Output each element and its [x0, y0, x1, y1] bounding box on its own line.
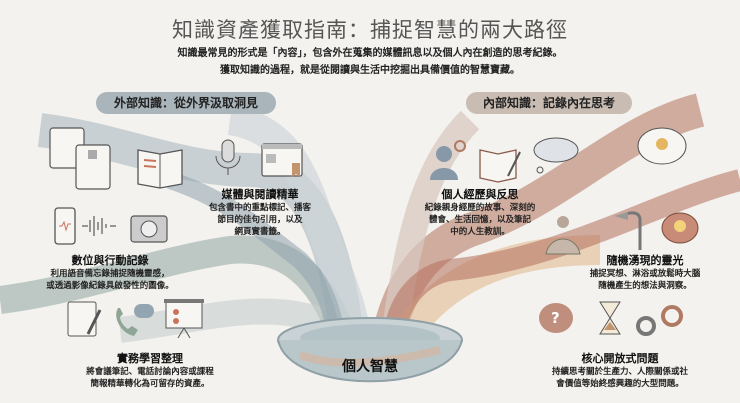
media-reading-block: 媒體與閱讀精華 包含書中的重點標記、播客 節目的佳句引用，以及 網頁實書籤。 — [200, 186, 320, 238]
phone-chat-icon — [116, 304, 154, 336]
svg-text:?: ? — [551, 309, 560, 327]
block-title: 個人經歷與反思 — [441, 188, 519, 201]
microphone-icon — [215, 139, 241, 175]
practical-learning-block: 實務學習整理 將會議筆記、電話討論內容或課程 簡報精華轉化為可留存的資產。 — [60, 350, 240, 390]
page-title: 知識資產獲取指南：捕捉智慧的兩大路徑 — [172, 18, 568, 42]
webpage-bookmark-icon — [261, 143, 303, 177]
shower-icon — [614, 211, 642, 250]
subtitle-line-1: 知識最常見的形式是「內容」，包含外在蒐集的媒體訊息以及個人內在創造的思考紀錄。 — [177, 48, 563, 59]
soundwave-icon — [82, 216, 116, 236]
personal-wisdom-label: 個人智慧 — [342, 359, 398, 375]
person-gears-icon — [430, 140, 466, 180]
journal-pen-icon — [479, 149, 521, 183]
gears-icon — [636, 305, 683, 336]
block-title: 數位與行動記錄 — [71, 254, 149, 267]
open-book-icon — [137, 149, 183, 189]
camera-icon — [130, 215, 168, 243]
internal-knowledge-pill: 內部知識：記錄內在思考 — [466, 92, 632, 114]
open-questions-block: 核心開放式問題 持續思考關於生產力、人際關係或社 會價值等始終感興趣的大型問題。 — [520, 350, 720, 390]
hourglass-icon — [599, 301, 621, 335]
block-title: 隨機湧現的靈光 — [606, 254, 684, 267]
subtitle-line-2: 獲取知識的過程，就是從閱讀與生活中挖掘出具備價值的智慧寶藏。 — [220, 65, 520, 76]
thought-cloud-icon — [533, 137, 579, 174]
scroll-icon — [49, 127, 111, 190]
meditation-icon — [545, 216, 581, 255]
block-title: 核心開放式問題 — [581, 352, 659, 365]
block-title: 實務學習整理 — [117, 352, 183, 365]
brain-lightbulb-icon — [661, 212, 699, 244]
digital-mobile-block: 數位與行動記錄 利用語音備忘錄捕捉隨機靈感， 或透過影像紀錄具啟發性的圖像。 — [20, 252, 200, 292]
personal-experience-block: 個人經歷與反思 紀錄親身經歷的故事、深刻的 體會、生活回憶，以及筆記 中的人生教… — [410, 186, 550, 238]
question-head-icon: ? — [539, 303, 573, 333]
external-knowledge-pill: 外部知識：從外界汲取洞見 — [96, 92, 276, 114]
lightbulb-thought-icon — [637, 127, 687, 165]
smartphone-icon — [54, 207, 76, 245]
block-title: 媒體與閱讀精華 — [221, 188, 299, 201]
random-inspiration-block: 隨機湧現的靈光 捕捉冥想、淋浴或放鬆時大腦 隨機產生的想法與洞察。 — [560, 252, 730, 292]
presentation-board-icon — [164, 299, 204, 339]
notebook-pen-icon — [67, 301, 102, 337]
